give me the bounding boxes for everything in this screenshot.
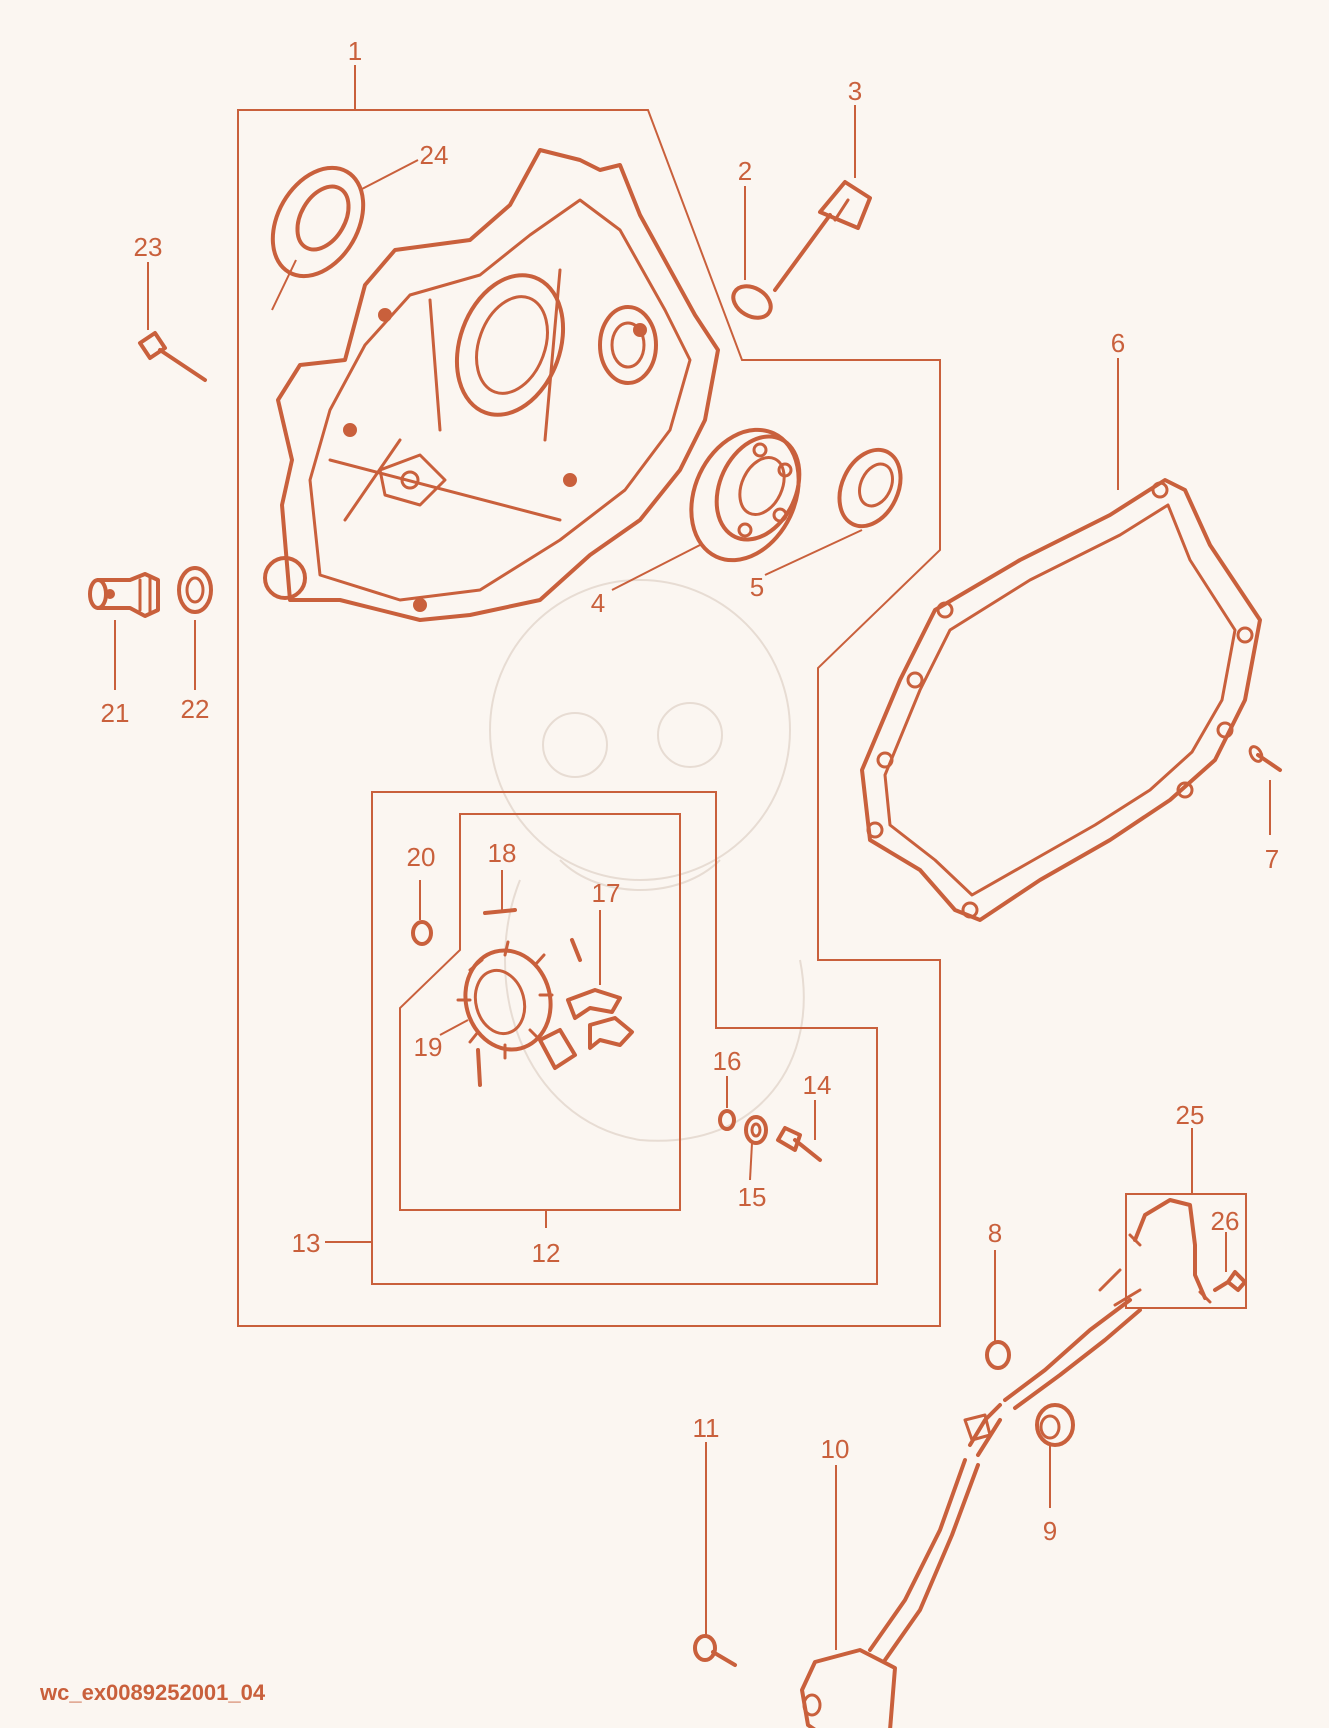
group-frame-25 — [1125, 1193, 1247, 1309]
part-nut-20 — [411, 920, 433, 946]
callout-14: 14 — [803, 1070, 832, 1100]
callout-9: 9 — [1043, 1516, 1057, 1546]
callout-16: 16 — [713, 1046, 742, 1076]
callout-20: 20 — [407, 842, 436, 872]
part-bolt-11 — [693, 1634, 737, 1667]
reference-code: wc_ex0089252001_04 — [39, 1680, 266, 1705]
callout-24: 24 — [420, 140, 449, 170]
callout-12: 12 — [532, 1238, 561, 1268]
callout-11: 11 — [693, 1413, 720, 1443]
callout-5: 5 — [750, 572, 764, 602]
part-nut-16 — [718, 1109, 736, 1131]
part-bearing-5 — [837, 447, 903, 529]
part-dipstick-3 — [773, 180, 872, 292]
part-wire-harness-25 — [1128, 1198, 1212, 1304]
callout-8: 8 — [988, 1218, 1002, 1248]
part-nut-9 — [1035, 1403, 1075, 1447]
group-frame-12 — [399, 813, 681, 1211]
callout-2: 2 — [738, 156, 752, 186]
callout-21: 21 — [101, 698, 130, 728]
callout-17: 17 — [592, 878, 621, 908]
callout-6: 6 — [1111, 328, 1125, 358]
group-frame-13 — [371, 791, 878, 1285]
callout-4: 4 — [591, 588, 605, 618]
callout-13: 13 — [292, 1228, 321, 1258]
part-gasket-6 — [860, 478, 1262, 922]
part-screw-26 — [1213, 1270, 1247, 1292]
callout-10: 10 — [821, 1434, 850, 1464]
part-governor-gear-19 — [456, 938, 582, 1087]
part-washer-22 — [177, 566, 213, 614]
part-oil-seal-24 — [270, 165, 366, 279]
part-oil-sensor-10 — [800, 1268, 1142, 1728]
callout-23: 23 — [134, 232, 163, 262]
leader-lines — [114, 65, 1271, 1650]
part-crankcase-cover — [263, 148, 720, 622]
background-watermark — [489, 579, 805, 1142]
callout-25: 25 — [1176, 1100, 1205, 1130]
callout-3: 3 — [848, 76, 862, 106]
callout-22: 22 — [181, 694, 210, 724]
callout-15: 15 — [738, 1182, 767, 1212]
part-drain-plug-21 — [88, 572, 160, 618]
part-bearing-4 — [689, 427, 802, 563]
callout-18: 18 — [488, 838, 517, 868]
part-bolt-23 — [138, 331, 207, 382]
part-governor-weights-17 — [566, 988, 634, 1050]
part-washer-2 — [731, 284, 773, 320]
part-dowel-pin-7 — [1248, 745, 1282, 772]
callout-numbers: 1 2 3 4 5 6 7 8 9 10 11 12 13 14 15 16 1… — [101, 36, 1280, 1546]
callout-26: 26 — [1211, 1206, 1240, 1236]
part-pin-18 — [483, 908, 517, 915]
callout-1: 1 — [348, 36, 362, 66]
part-bolt-14 — [776, 1126, 822, 1162]
group-frame-1 — [237, 109, 941, 1327]
part-washer-15 — [744, 1115, 768, 1145]
callout-7: 7 — [1265, 844, 1279, 874]
part-washer-8 — [985, 1340, 1011, 1370]
callout-19: 19 — [414, 1032, 443, 1062]
